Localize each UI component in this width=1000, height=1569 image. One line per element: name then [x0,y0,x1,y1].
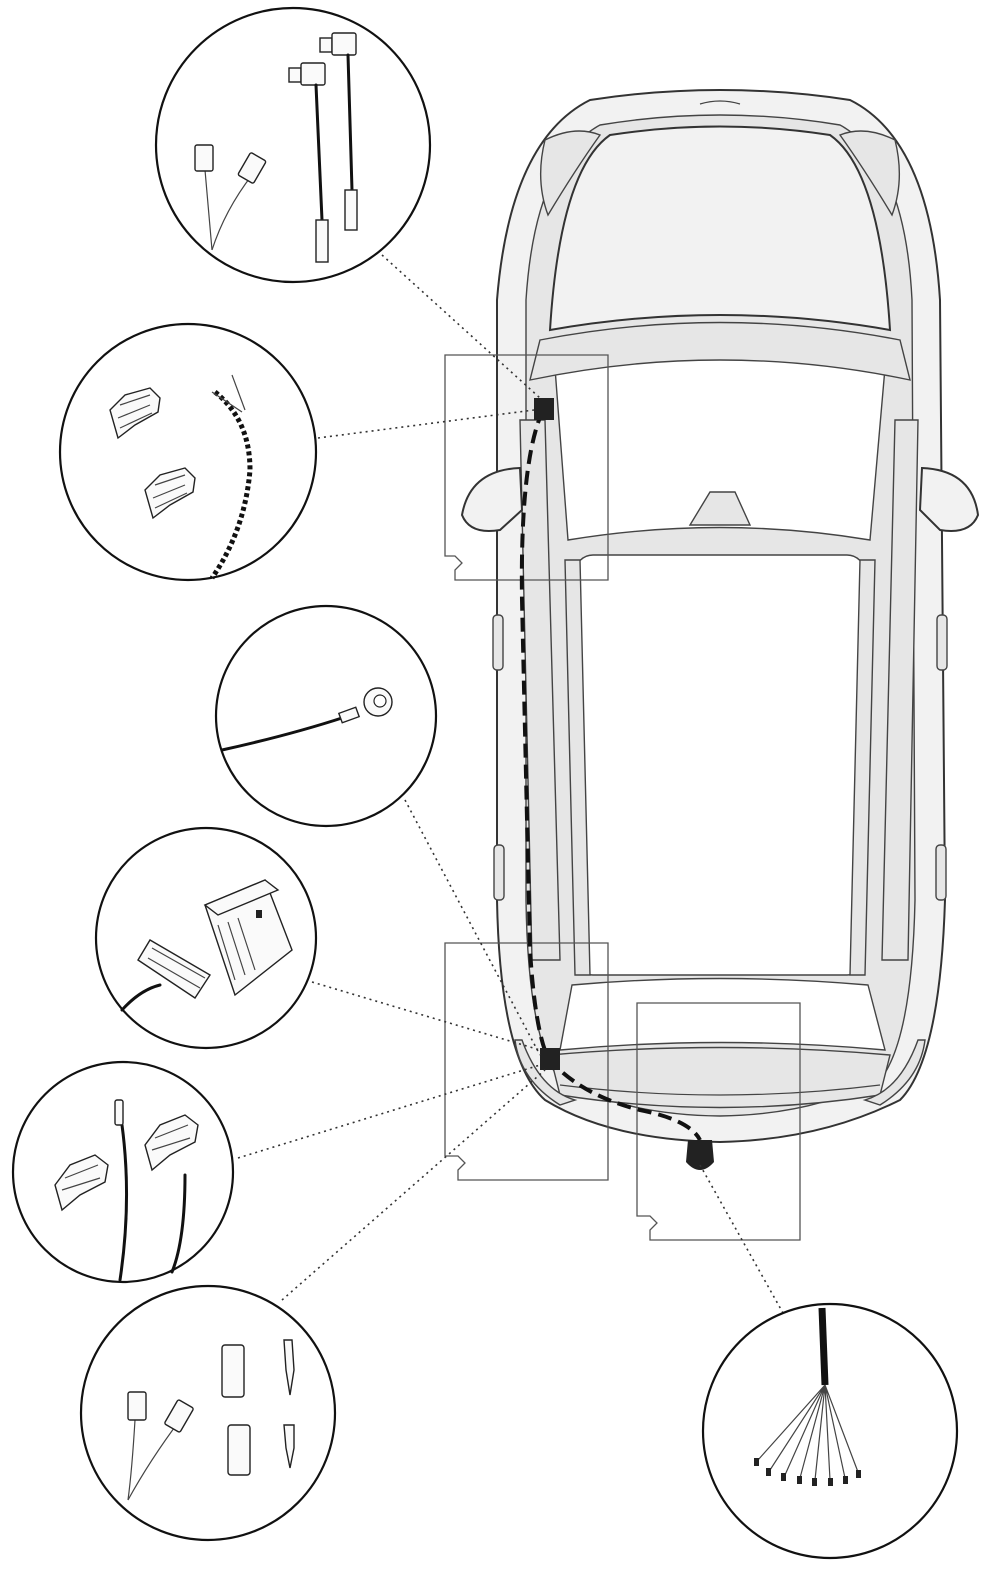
callout-control-module [94,826,318,1050]
leader-lines [237,254,784,1314]
fuse-tap-icon [288,32,358,263]
module-plug-icon [120,939,211,1012]
roof-panel [574,554,866,976]
callout-spade-connectors [79,1284,337,1542]
cable-tie-icon [209,374,253,580]
tow-socket-cable-icon [754,1307,861,1486]
frame-front-left [444,354,609,581]
connector-pair-icon-rear [127,1391,194,1501]
connector-clip-icon [109,387,196,520]
callout-clips-and-cable [58,322,318,582]
callout-fuse-taps [154,6,432,284]
control-module-icon [203,879,293,997]
frame-rear-center [636,1002,801,1241]
callout-clips-and-wires [11,1060,235,1284]
harness-route [519,398,714,1170]
headlight-right [838,130,901,217]
junction-box-rear [540,1048,560,1070]
frame-rear-left [444,942,609,1181]
junction-box-front [534,398,554,420]
connector-clip-icon-rear [54,1099,199,1282]
mirror-left [460,466,524,532]
headlight-left [539,130,602,217]
rear-window [559,977,886,1051]
area-frames [444,354,801,1241]
callout-ring-terminal [214,604,438,828]
callout-socket-cable [701,1302,959,1560]
connector-pair-icon [194,144,267,251]
tow-socket [686,1140,714,1170]
spade-connector-icon [221,1339,295,1476]
car-top-view [460,89,980,1144]
ring-terminal-icon [220,687,393,752]
mirror-right [918,466,980,532]
